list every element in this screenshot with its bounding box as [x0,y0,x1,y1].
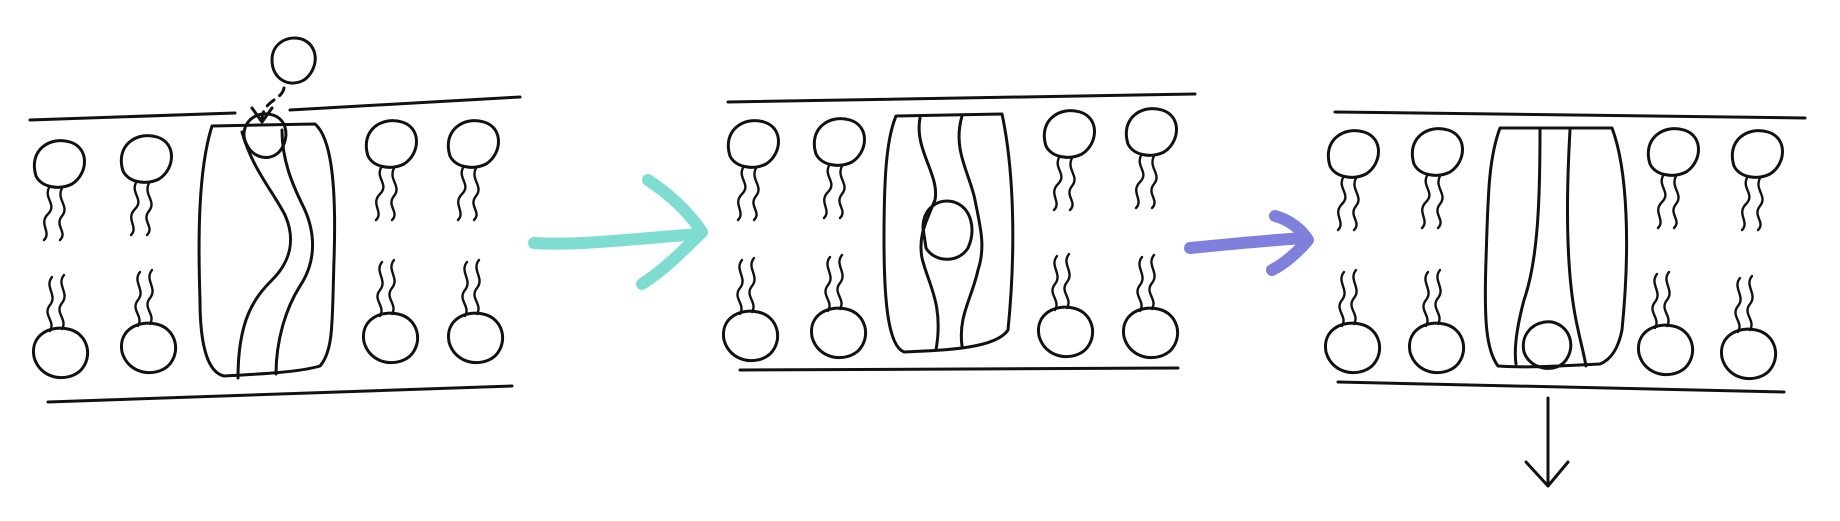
lipid-molecule [1410,127,1464,230]
lipid-molecule [1636,270,1695,377]
transporter-protein [197,122,337,380]
lipid-molecule [1042,109,1096,212]
dashed-arrow [260,86,286,120]
substrate-molecule [921,199,974,261]
lipid-molecule [721,256,780,363]
panel-1 [28,36,522,404]
membrane-top-line [28,111,237,122]
transporter-protein [1483,126,1629,369]
lipid-molecule [812,117,866,220]
release-arrow [1524,396,1570,488]
lipid-molecule [1124,107,1178,210]
membrane-bottom-line [1336,380,1786,394]
lipid-molecule [364,119,418,222]
dashed-arrow-head [250,106,274,124]
panel-2 [721,92,1197,372]
membrane-top-line [288,95,522,112]
membrane-top-line [726,92,1197,104]
lipid-molecule [1121,253,1180,360]
lipid-molecule [726,119,780,222]
lipid-molecule [1036,252,1095,359]
lipid-molecule [1646,127,1700,230]
lipid-molecule [1326,129,1380,232]
lipid-molecule [119,268,178,375]
substrate-molecule [1521,320,1573,370]
transporter-protein [882,112,1015,354]
lipid-molecule [1719,274,1778,381]
lipid-molecule [119,134,173,237]
substrate-molecule [242,36,317,159]
lipid-molecule [446,258,505,365]
lipid-molecule [809,253,868,360]
membrane-top-line [1333,110,1807,120]
membrane-bottom-line [46,384,514,404]
transition-arrow-1 [528,174,708,290]
lipid-molecule [1407,268,1466,375]
transition-arrow-2 [1184,210,1314,276]
lipid-molecule [446,119,500,222]
lipid-molecule [1323,268,1382,375]
lipid-molecule [31,273,90,380]
lipid-molecule [1730,129,1784,232]
panel-3 [1323,110,1807,488]
lipid-molecule [361,258,420,365]
membrane-bottom-line [738,366,1180,372]
lipid-molecule [32,139,86,242]
